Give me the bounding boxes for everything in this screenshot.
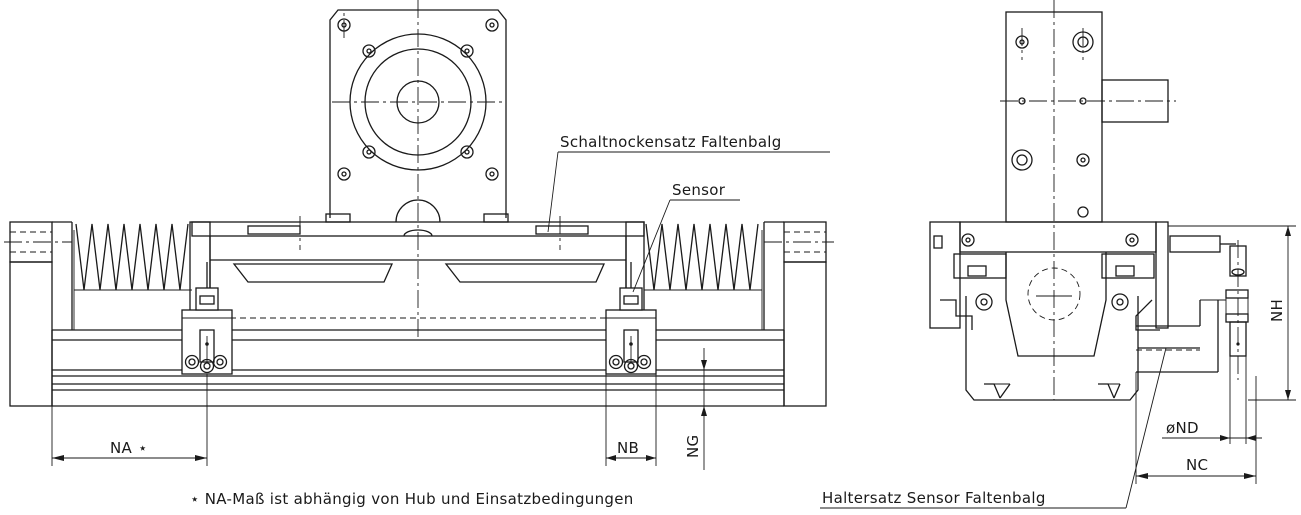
dim-nh-label: NH (1268, 299, 1286, 322)
sensor-holder-right (605, 262, 657, 375)
dim-na-star: ⋆ (138, 439, 148, 457)
dim-nh: NH (1168, 225, 1296, 401)
dim-nb-label: NB (617, 439, 639, 457)
leader-cam-set: Schaltnockensatz Faltenbalg (547, 133, 830, 233)
dim-ng: NG (656, 348, 712, 470)
leader-holder-set: Haltersatz Sensor Faltenbalg (820, 347, 1167, 509)
sensor-holder-left (181, 262, 233, 375)
cam-set-label: Schaltnockensatz Faltenbalg (560, 133, 782, 151)
end-block-left (4, 221, 73, 407)
dim-nb: NB (605, 374, 657, 466)
motor-side (1000, 0, 1176, 400)
sensor-label: Sensor (672, 181, 726, 199)
leader-sensor: Sensor (632, 181, 740, 293)
dim-nd-label: øND (1166, 419, 1199, 437)
dim-na-label: NA (110, 439, 133, 457)
dim-nd: øND (1162, 356, 1262, 444)
carriage-side (929, 221, 1201, 401)
footnote: ⋆ NA-Maß ist abhängig von Hub und Einsat… (190, 490, 634, 508)
dim-na: NA ⋆ (51, 374, 208, 466)
side-view: NH øND NC Haltersatz Sensor Faltenbalg (820, 0, 1296, 509)
end-block-right (763, 221, 834, 407)
front-view: Schaltnockensatz Faltenbalg Sensor NA ⋆ … (4, 0, 834, 508)
dim-nc-label: NC (1186, 456, 1208, 474)
motor-flange (329, 0, 507, 340)
dim-nc: NC (1135, 372, 1257, 484)
dim-ng-label: NG (684, 435, 702, 458)
side-holes (1011, 31, 1094, 218)
holder-set-label: Haltersatz Sensor Faltenbalg (822, 489, 1046, 507)
sensor-holder-side (1136, 235, 1249, 380)
